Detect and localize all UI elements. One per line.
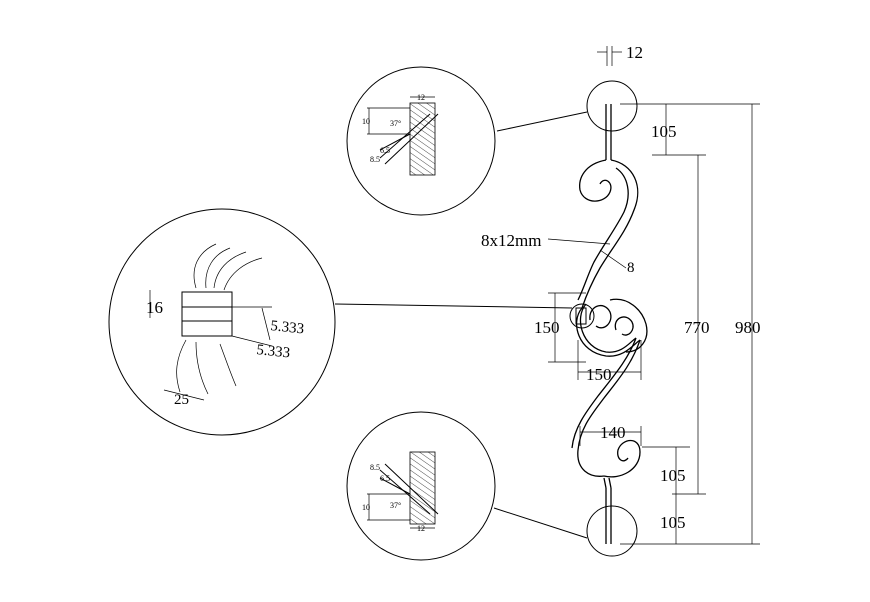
top-end-detail: 12 10 37° 6.5 8.5 [346, 66, 496, 216]
leader-collar [334, 303, 573, 309]
bottom-d2: 8.5 [370, 463, 380, 472]
collar-band-b: 5.333 [256, 342, 291, 361]
bottom-detail-marker [586, 505, 638, 557]
dim-end-bottom: 105 [660, 513, 686, 532]
collar-height: 16 [146, 298, 163, 317]
dimension-bar-size: 8x12mm 8 [481, 231, 635, 276]
top-d1: 6.5 [380, 146, 390, 155]
bottom-d1: 6.5 [380, 474, 390, 483]
dim-total: 980 [735, 318, 761, 337]
label-bar-thickness: 8 [627, 260, 635, 276]
leader-bottom [493, 507, 588, 539]
bottom-rail-section [409, 451, 436, 525]
collar-detail: 16 5.333 5.333 25 [108, 208, 336, 436]
dim-center-width: 150 [586, 365, 612, 384]
top-angle: 37° [390, 119, 401, 128]
dimension-end-top: 105 [620, 103, 760, 156]
label-bar-size: 8x12mm [481, 231, 541, 250]
dim-top-width: 12 [626, 43, 643, 62]
top-width: 12 [417, 93, 425, 102]
dim-lower-width: 140 [600, 423, 626, 442]
bottom-depth: 10 [362, 503, 370, 512]
dimension-center-width: 150 [577, 340, 642, 384]
dim-center-height: 150 [534, 318, 560, 337]
collar-body [181, 291, 233, 337]
baluster-profile [571, 104, 648, 544]
bottom-angle: 37° [390, 501, 401, 510]
leader-top [496, 111, 588, 132]
top-detail-marker [586, 80, 638, 132]
bottom-end-detail: 12 10 37° 6.5 8.5 [346, 411, 496, 561]
top-rail-section [409, 102, 436, 176]
collar [575, 307, 587, 325]
dimension-center-height: 150 [534, 292, 586, 363]
dim-end-top: 105 [651, 122, 677, 141]
dimension-lower: 105 105 [642, 446, 690, 544]
dimension-middle: 770 [672, 154, 710, 495]
top-d2: 8.5 [370, 155, 380, 164]
dimension-total: 980 [620, 104, 761, 545]
dim-scroll-lower: 105 [660, 466, 686, 485]
dimension-top-width: 12 [597, 43, 643, 66]
collar-band-a: 5.333 [270, 318, 305, 337]
collar-width: 25 [174, 392, 189, 408]
dim-middle: 770 [684, 318, 710, 337]
dimension-lower-width: 140 [579, 423, 642, 446]
top-depth: 10 [362, 117, 370, 126]
collar-detail-marker [569, 303, 595, 329]
bottom-width: 12 [417, 524, 425, 533]
